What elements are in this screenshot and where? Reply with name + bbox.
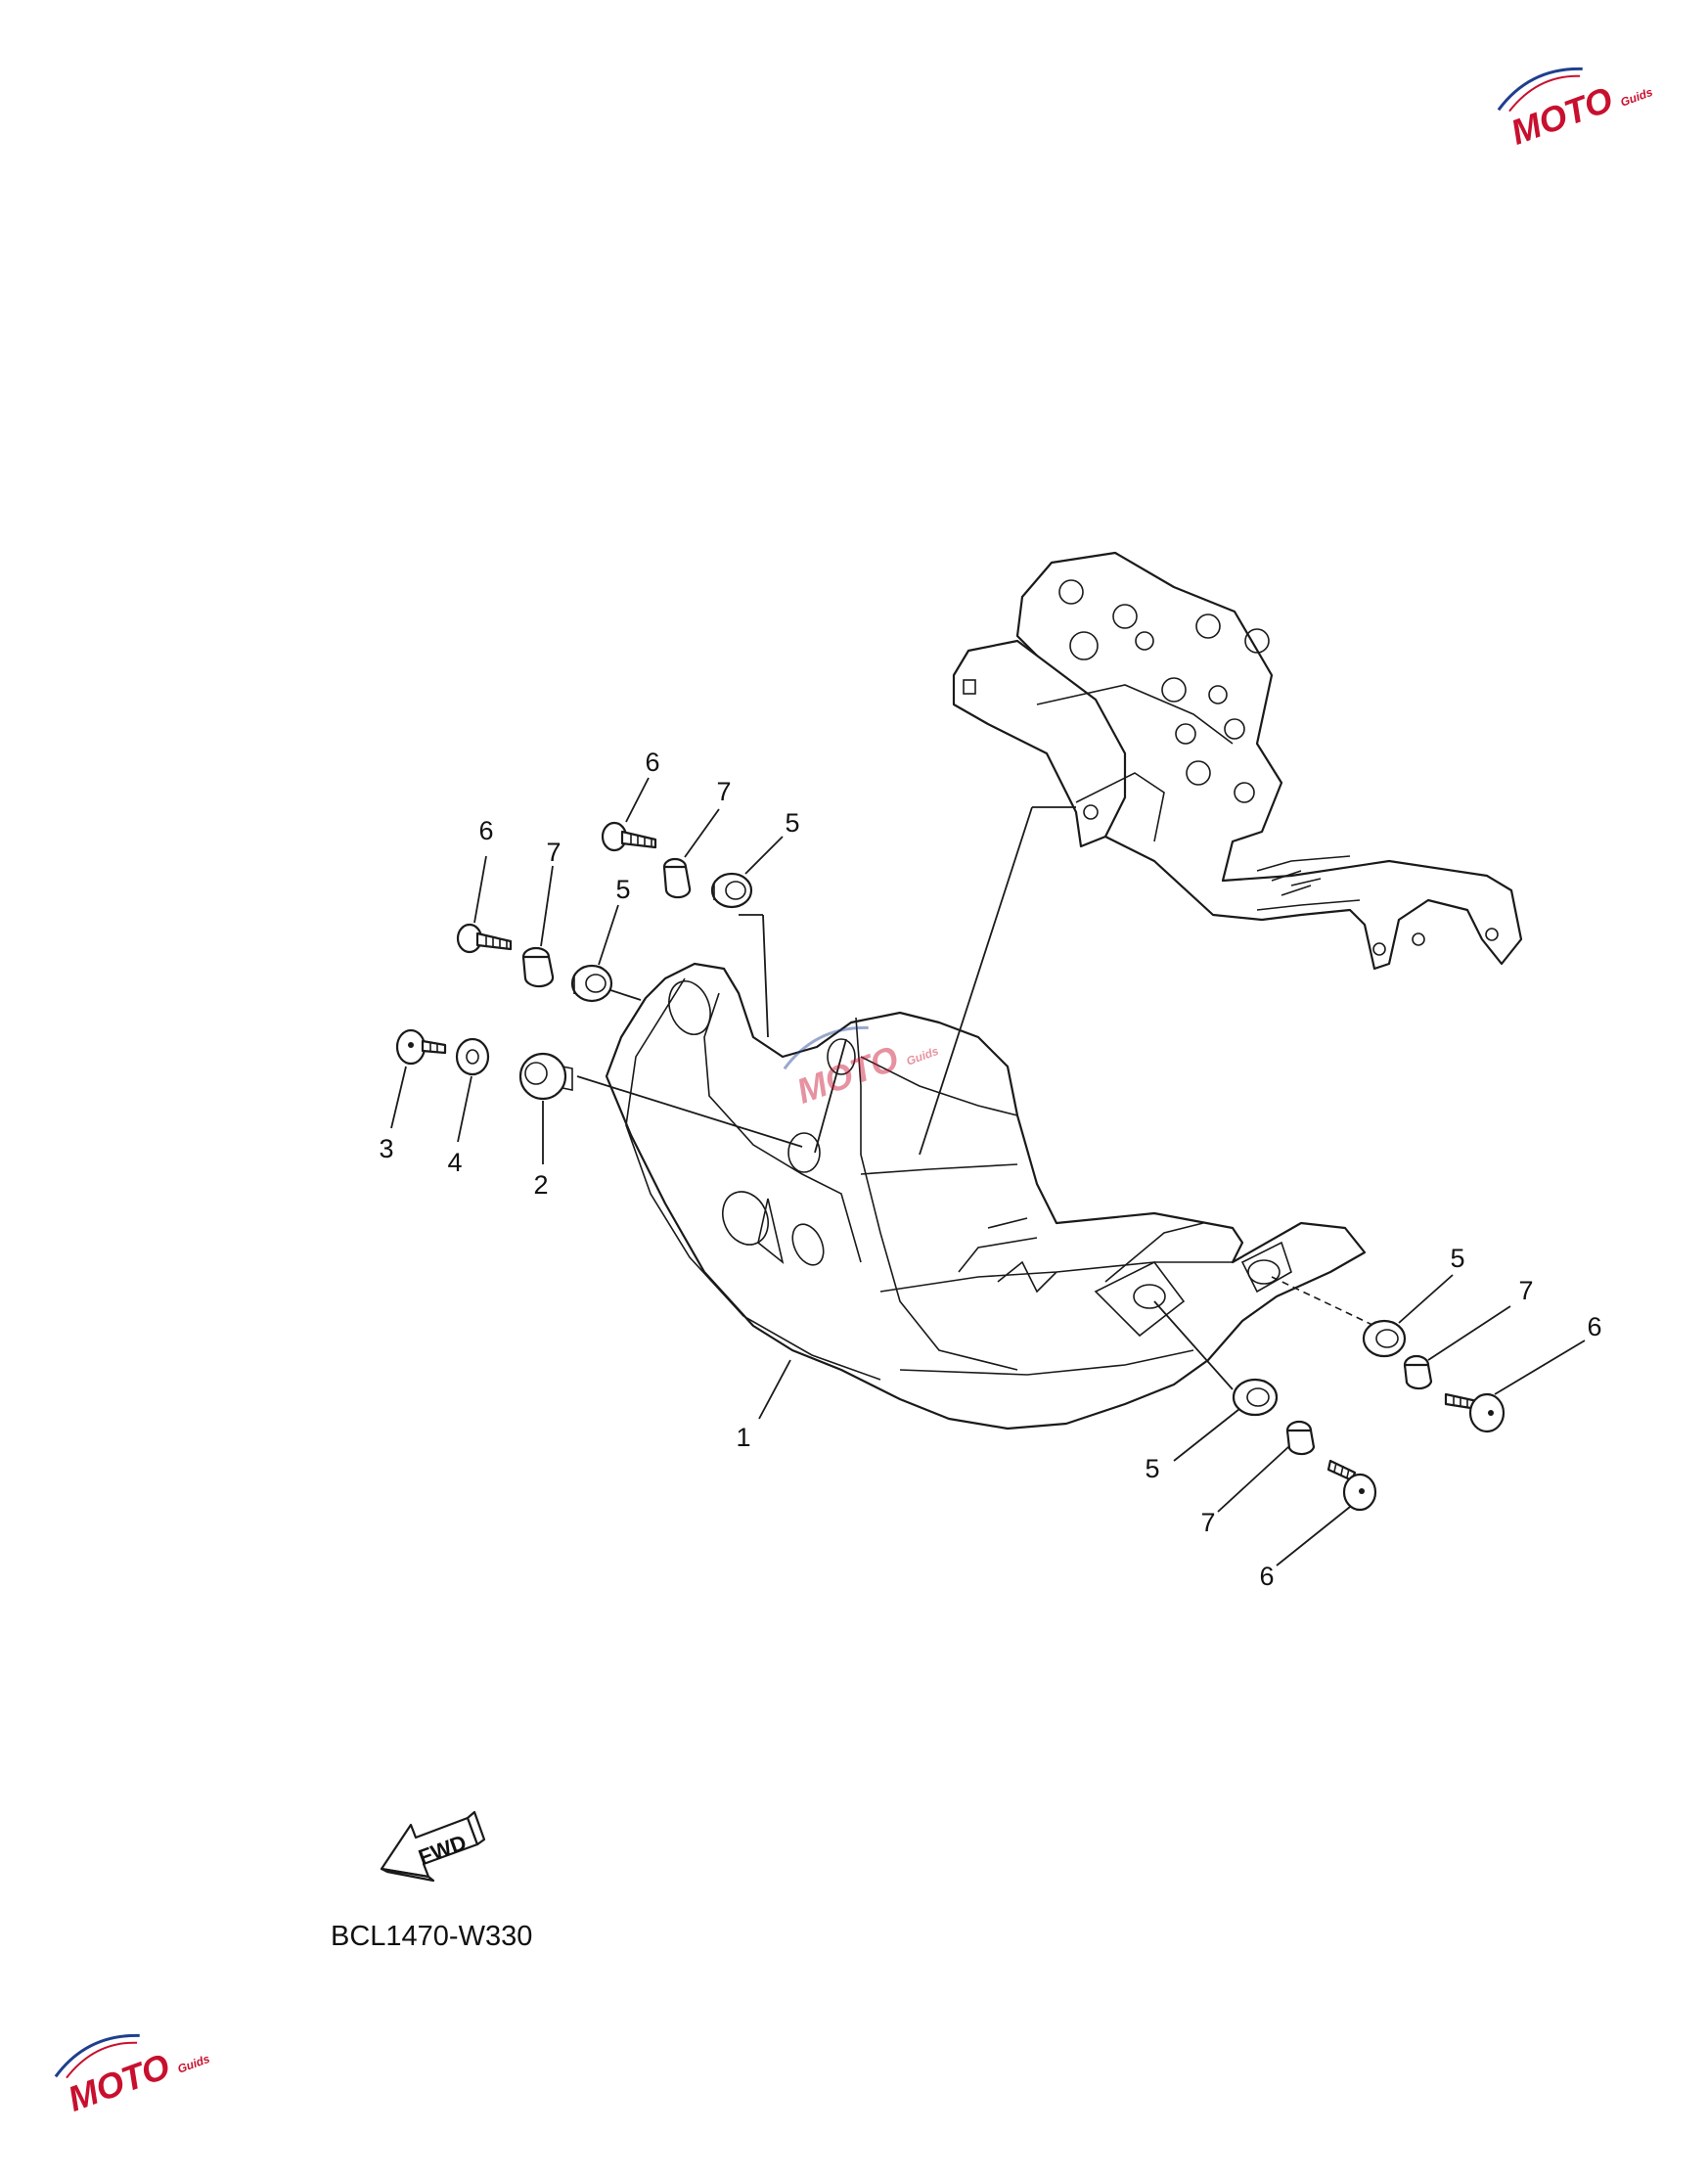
- callout-6-right-upper: 6: [1587, 1312, 1601, 1341]
- callout-6-right-lower: 6: [1259, 1562, 1274, 1591]
- frame-bracket: [952, 551, 1523, 971]
- watermark-logo-top: MOTO Guids: [1497, 67, 1655, 153]
- bolt-3: [395, 1028, 447, 1066]
- callout-1: 1: [736, 1423, 750, 1452]
- drawing-code: BCL1470-W330: [331, 1921, 532, 1952]
- watermark-tagline-top: Guids: [1619, 85, 1655, 110]
- callout-7-right-upper: 7: [1518, 1276, 1533, 1305]
- bolt-6-right-lower: [1326, 1459, 1377, 1512]
- forward-arrow: FWD: [380, 1810, 486, 1883]
- callout-7-right-lower: 7: [1200, 1508, 1215, 1537]
- callout-5-right-upper: 5: [1450, 1244, 1464, 1273]
- grommet-5-right-upper: [1362, 1319, 1407, 1358]
- callout-6-upper: 6: [645, 748, 659, 777]
- callout-5-right-lower: 5: [1145, 1454, 1159, 1483]
- callout-5-upper: 5: [785, 808, 799, 838]
- bolt-6-middle: [456, 923, 513, 954]
- callout-5-middle: 5: [615, 875, 630, 904]
- bolt-6-upper: [601, 821, 657, 852]
- collar-7-middle: [521, 946, 555, 988]
- watermark-logo-bottom: MOTO Guids: [54, 2033, 212, 2119]
- watermark-brand-bottom: MOTO: [63, 2045, 175, 2118]
- collar-7-right-lower: [1285, 1420, 1316, 1456]
- callout-leaders: [390, 777, 1586, 1567]
- spacer-2: [518, 1052, 573, 1101]
- grommet-5-upper: [710, 872, 753, 909]
- watermark-brand-top: MOTO: [1506, 78, 1618, 152]
- collar-7-right-upper: [1403, 1354, 1433, 1390]
- collar-7-upper: [662, 857, 692, 899]
- callout-4: 4: [447, 1148, 462, 1177]
- connection-lines: [576, 806, 1375, 1390]
- callout-numbers: 1 2 3 4 5 5 5 5 6 6 6 6 7 7 7 7: [379, 748, 1601, 1591]
- bolt-6-right-upper: [1444, 1392, 1506, 1433]
- callout-3: 3: [379, 1134, 393, 1163]
- grommet-5-middle: [570, 964, 613, 1003]
- callout-6-middle: 6: [478, 816, 493, 845]
- callout-2: 2: [533, 1170, 548, 1200]
- watermark-tagline-bottom: Guids: [176, 2052, 212, 2076]
- washer-4: [455, 1037, 490, 1076]
- grommet-5-right-lower: [1232, 1378, 1279, 1417]
- callout-7-upper: 7: [716, 777, 731, 806]
- engine-guard: [605, 962, 1367, 1431]
- callout-7-middle: 7: [546, 838, 561, 867]
